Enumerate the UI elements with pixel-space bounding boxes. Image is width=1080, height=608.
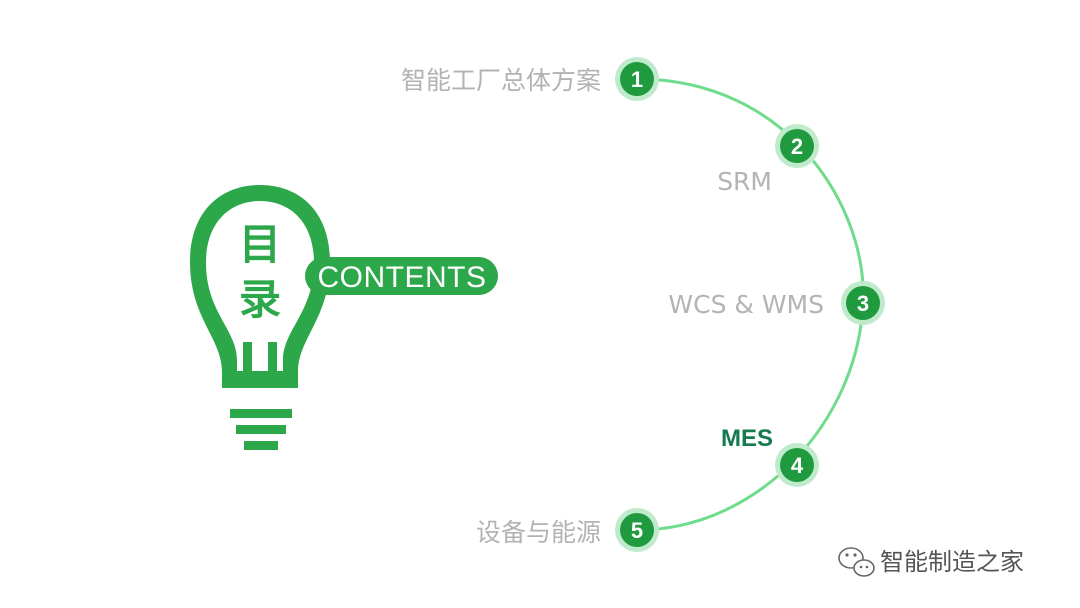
contents-banner: CONTENTS	[305, 257, 498, 295]
bulb-base-top	[230, 409, 292, 418]
toc-item-1[interactable]: 1 智能工厂总体方案	[401, 57, 659, 101]
title-char-2: 录	[239, 275, 281, 324]
toc-node-5-number: 5	[631, 518, 643, 543]
watermark-text: 智能制造之家	[880, 548, 1024, 576]
toc-item-5[interactable]: 5 设备与能源	[476, 508, 659, 552]
contents-banner-text: CONTENTS	[318, 261, 487, 294]
watermark: 智能制造之家	[838, 547, 1024, 577]
bulb-base-bottom	[244, 441, 278, 450]
toc-item-2[interactable]: 2 SRM	[717, 124, 819, 196]
toc-node-2-number: 2	[791, 134, 803, 159]
toc-node-1-number: 1	[631, 67, 643, 92]
toc-label-1: 智能工厂总体方案	[401, 66, 601, 95]
toc-node-3-number: 3	[857, 291, 869, 316]
toc-node-4	[780, 448, 814, 482]
toc-label-2: SRM	[717, 167, 772, 196]
toc-node-3	[846, 286, 880, 320]
toc-item-4[interactable]: 4 MES	[721, 425, 819, 487]
toc-item-3[interactable]: 3 WCS & WMS	[668, 281, 885, 325]
toc-node-1	[620, 62, 654, 96]
title-char-1: 目	[239, 220, 281, 269]
bulb-base-middle	[236, 425, 286, 434]
toc-node-4-number: 4	[791, 453, 804, 478]
toc-node-5	[620, 513, 654, 547]
lightbulb-icon: 目 录	[190, 185, 330, 450]
toc-label-3: WCS & WMS	[668, 290, 824, 319]
bulb-filament-left	[243, 342, 252, 372]
contents-banner-bg	[305, 257, 498, 295]
toc-label-5: 设备与能源	[476, 518, 601, 547]
bulb-filament-right	[268, 342, 277, 372]
toc-node-2	[780, 129, 814, 163]
toc-label-4: MES	[721, 425, 773, 452]
wechat-icon	[838, 547, 875, 577]
bulb-inner	[206, 201, 314, 371]
